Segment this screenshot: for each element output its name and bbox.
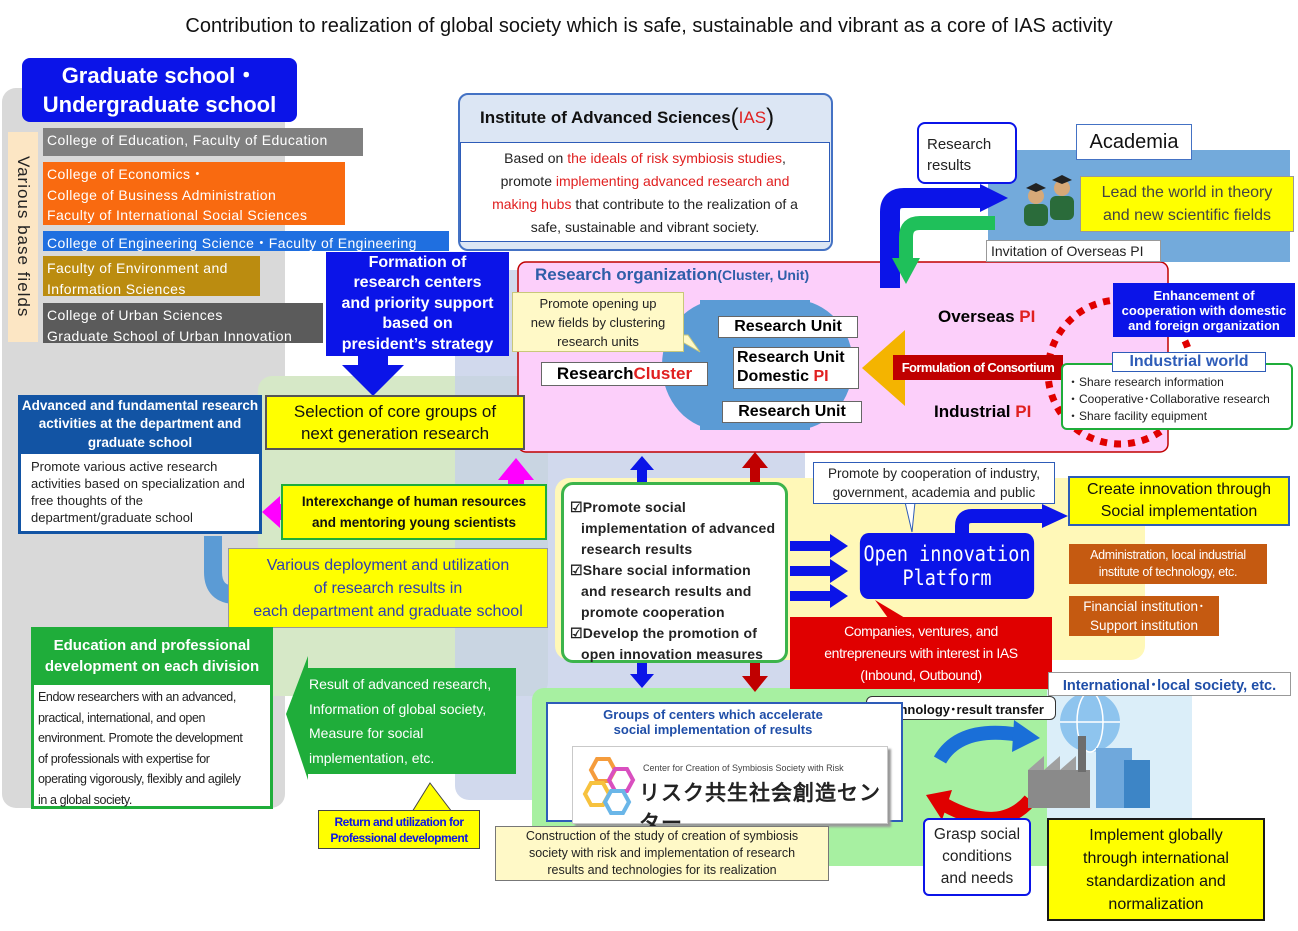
overseas-pi: Overseas PI [938,307,1036,326]
base-fields-label: Various base fields [8,132,38,342]
academia-title: Academia [1076,124,1192,160]
graduate-figures-icon [1024,175,1074,226]
research-unit-top: Research Unit [718,316,858,338]
cooperation-callout: Promote by cooperation of industry,gover… [813,462,1055,504]
research-org-title: Research organization(Cluster, Unit) [535,265,810,284]
result-arrow-shape [286,656,516,780]
ias-description: Based on the ideals of risk symbiosis st… [460,142,830,242]
tech-transfer-label: Technology･result transfer [866,696,1056,720]
promote-social-box: ☑Promote social implementation of advanc… [561,482,788,663]
factory-icon [1028,736,1150,808]
ias-title: Institute of Advanced Sciences(IAS) [480,104,775,131]
globe-icon [1060,691,1120,753]
industrial-pi: Industrial PI [934,402,1032,421]
consortium-chevron [862,330,905,406]
college-item: College of Engineering Science・Faculty o… [43,231,449,251]
center-english-name: Center for Creation of Symbiosis Society… [643,763,844,773]
college-item: College of Economics・College of Business… [43,162,345,225]
consortium-label: Formulation of Consortium [893,355,1063,380]
graduate-heading: Graduate school・ Undergraduate school [22,58,297,122]
page-title: Contribution to realization of global so… [185,14,1113,37]
invitation-label: Invitation of Overseas PI [986,240,1161,262]
education-body: Endow researchers with an advanced,pract… [31,685,273,809]
industrial-world-box: ・Share research information・Cooperative･… [1061,363,1293,430]
research-cluster: Research Cluster [541,362,708,386]
construction-box: Construction of the study of creation of… [495,826,829,881]
international-label: International･local society, etc. [1048,672,1291,696]
center-logo: Center for Creation of Symbiosis Society… [572,746,888,835]
college-item: College of Education, Faculty of Educati… [43,128,363,156]
financial-box: Financial institution･Support institutio… [1069,596,1219,636]
magenta-up-arrow [498,458,534,490]
hexagon-logo-icon [582,757,636,815]
industrial-world-title: Industrial world [1112,352,1266,372]
research-unit-bottom: Research Unit [722,401,862,423]
result-arrow-text: Result of advanced research,Information … [309,676,492,766]
magenta-left-arrow [262,496,284,528]
